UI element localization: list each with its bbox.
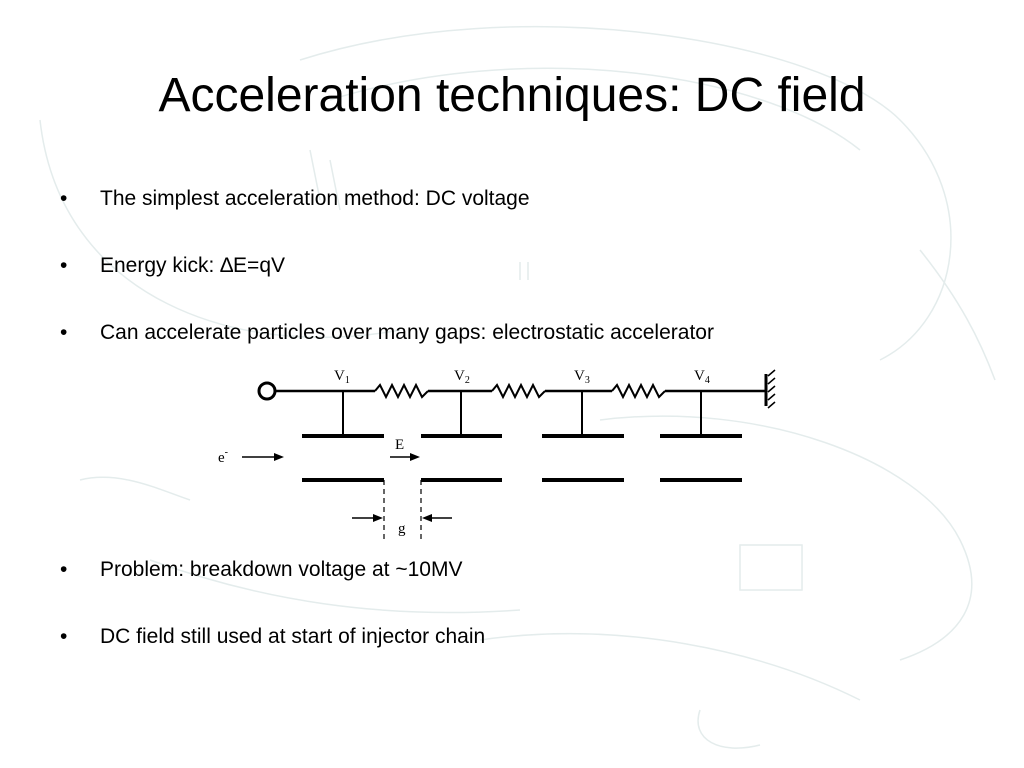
bullet-text: The simplest acceleration method: DC vol…	[100, 187, 530, 210]
bullet-marker: •	[60, 321, 68, 344]
bullet-marker: •	[60, 254, 68, 277]
bullet-marker: •	[60, 625, 68, 648]
source-terminal	[257, 381, 277, 401]
bullet-text: Energy kick: ∆E=qV	[100, 254, 286, 277]
electrostatic-accelerator-diagram: V1 V2 V3 V4 e- E g	[218, 368, 776, 540]
voltage-label-v2: V2	[454, 368, 470, 386]
bullet-text: Can accelerate particles over many gaps:…	[100, 321, 714, 344]
bullet-marker: •	[60, 558, 68, 581]
bullet-text: DC field still used at start of injector…	[100, 625, 486, 648]
voltage-label-v3: V3	[574, 368, 590, 386]
bullet-text: Problem: breakdown voltage at ~10MV	[100, 558, 463, 581]
voltage-label-v4: V4	[694, 368, 710, 386]
resistor	[491, 382, 546, 400]
electron-label: e-	[218, 447, 228, 466]
resistor	[374, 382, 429, 400]
gap-label: g	[398, 521, 406, 537]
bullet-marker: •	[60, 187, 68, 210]
slide-title: Acceleration techniques: DC field	[158, 69, 866, 122]
resistor	[611, 382, 666, 400]
field-label: E	[395, 437, 404, 453]
voltage-label-v1: V1	[334, 368, 350, 386]
